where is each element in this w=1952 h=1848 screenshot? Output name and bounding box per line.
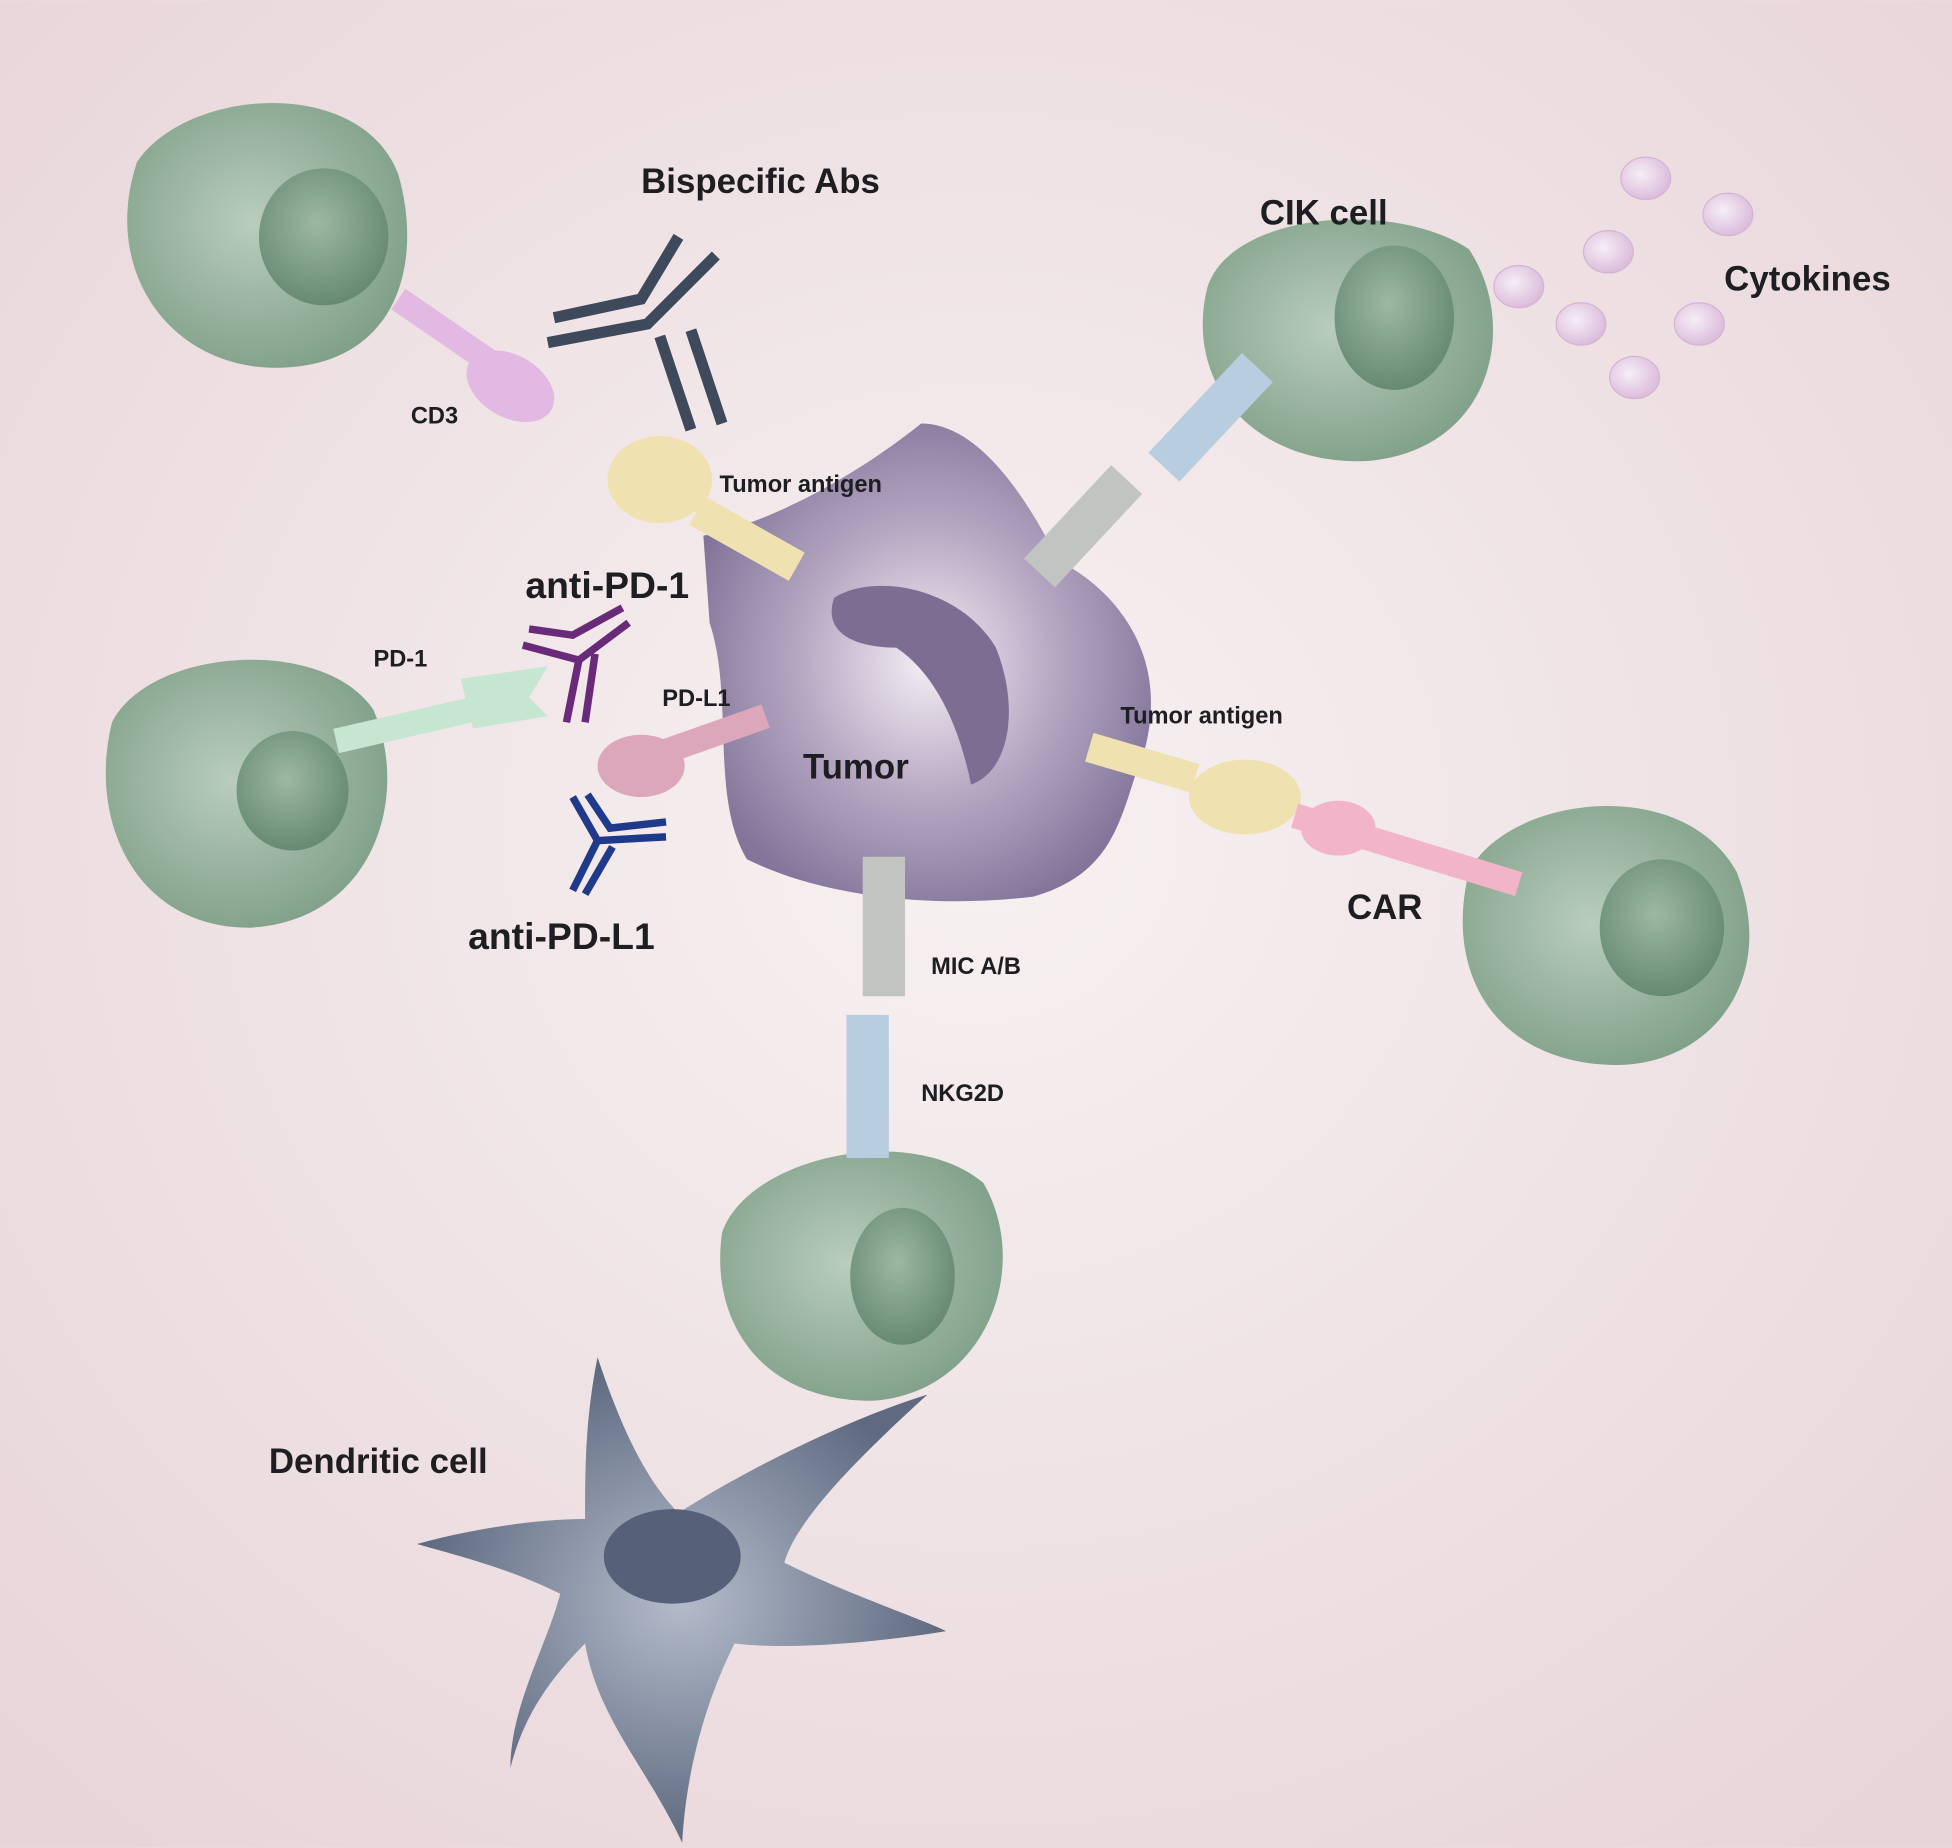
label-mic-ab: MIC A/B <box>931 954 1021 980</box>
label-cd3: CD3 <box>411 404 458 430</box>
tumor-antigen-top <box>607 436 805 581</box>
label-pdl1: PD-L1 <box>662 686 730 712</box>
label-dendritic-cell: Dendritic cell <box>269 1442 488 1481</box>
t-cell-top-left <box>127 102 408 368</box>
pd1-receptor <box>333 666 548 754</box>
label-anti-pdl1: anti-PD-L1 <box>468 915 655 957</box>
anti-pd1-antibody <box>521 604 631 724</box>
label-tumor-antigen-top: Tumor antigen <box>720 472 882 498</box>
label-bispecific-abs: Bispecific Abs <box>641 162 880 201</box>
bispecific-antibody <box>546 233 728 432</box>
car-receptor <box>1291 800 1523 897</box>
dendritic-cell <box>417 1357 947 1843</box>
label-anti-pd1: anti-PD-1 <box>525 564 689 606</box>
cd3-receptor <box>391 288 555 423</box>
cytokines <box>1493 156 1754 400</box>
label-nkg2d: NKG2D <box>921 1081 1004 1107</box>
cik-receptor <box>1024 353 1273 588</box>
cik-cell <box>1202 219 1494 462</box>
label-cytokines: Cytokines <box>1724 259 1891 298</box>
anti-pdl1-antibody <box>569 792 667 896</box>
pdl1-ligand <box>597 704 770 798</box>
label-tumor: Tumor <box>803 747 909 786</box>
car-t-cell <box>1462 806 1750 1065</box>
label-cik-cell: CIK cell <box>1260 193 1388 232</box>
label-tumor-antigen-right: Tumor antigen <box>1120 704 1282 730</box>
tumor-antigen-right <box>1085 732 1301 835</box>
mic-nkg2d <box>846 856 906 1159</box>
label-pd1: PD-1 <box>373 646 427 672</box>
t-cell-left <box>105 659 388 928</box>
label-car: CAR <box>1347 888 1423 927</box>
nk-cell <box>720 1151 1003 1401</box>
